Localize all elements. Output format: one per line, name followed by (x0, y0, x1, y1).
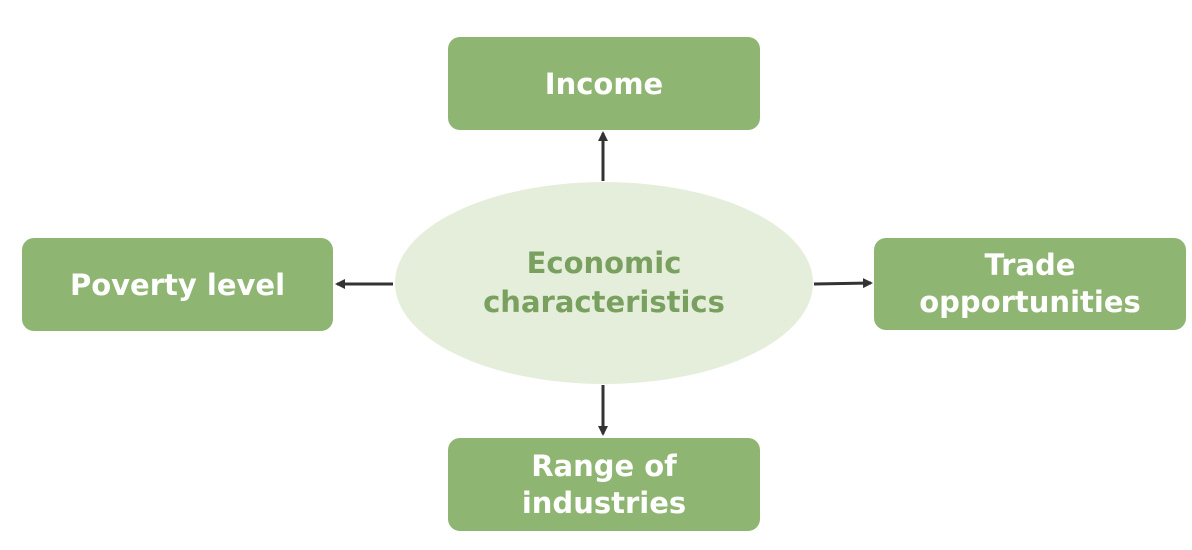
income-box: Income (448, 37, 760, 130)
poverty-level-label: Poverty level (69, 267, 286, 302)
income-label: Income (544, 66, 664, 101)
range-of-industries-box: Range of industries (448, 438, 760, 531)
range-of-industries-label-line2: industries (521, 485, 687, 520)
center-label-line2: characteristics (483, 285, 725, 319)
trade-opportunities-box: Trade opportunities (874, 238, 1186, 330)
range-of-industries-label-line1: Range of (531, 448, 677, 483)
trade-opportunities-label-line1: Trade (984, 248, 1076, 282)
trade-opportunities-label-line2: opportunities (919, 285, 1141, 319)
economic-characteristics-ellipse: Economic characteristics (395, 182, 813, 384)
poverty-level-box: Poverty level (22, 238, 333, 331)
center-label-line1: Economic (526, 246, 682, 280)
arrow-to-right (813, 278, 873, 289)
